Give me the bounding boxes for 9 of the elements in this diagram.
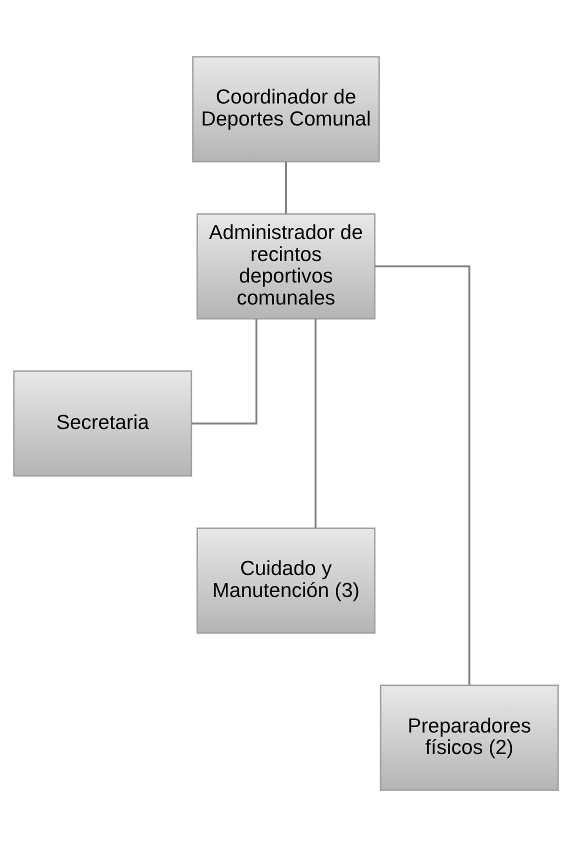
connector: [192, 318, 258, 424]
node-box: Preparadores físicos (2): [380, 684, 559, 790]
connector: [374, 264, 470, 685]
connector: [285, 161, 287, 213]
node-box: Coordinador de Deportes Comunal: [192, 56, 380, 162]
node-box: Secretaria: [13, 370, 192, 476]
node-box: Administrador de recintos deportivos comunales: [196, 212, 376, 319]
node-box: Cuidado y Manutención (3): [196, 527, 376, 634]
connector: [314, 318, 317, 528]
